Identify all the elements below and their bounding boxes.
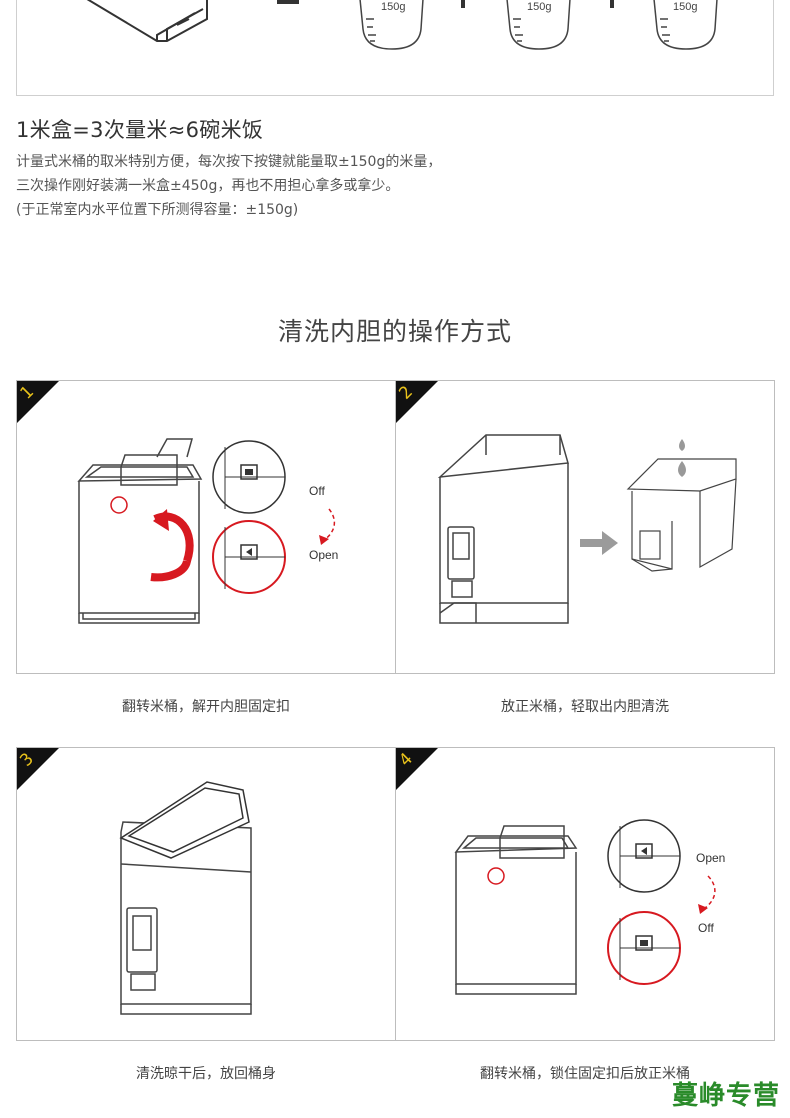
step-2-illustration [437, 434, 737, 624]
step-2-caption: 放正米桶，轻取出内胆清洗 [501, 699, 669, 715]
dashed-arrow-icon [701, 875, 716, 911]
inner-liner [626, 458, 737, 572]
lock-closed-icon [240, 464, 258, 480]
label-open: Open [309, 548, 338, 562]
top-figure-box: 150g 150g 150g [16, 0, 774, 96]
intro-headline: 1米盒=3次量米≈6碗米饭 [16, 118, 264, 142]
lock-closed-icon [635, 935, 653, 951]
water-drop-icon [678, 461, 686, 477]
lock-open-icon [240, 544, 258, 560]
lock-open-icon [635, 843, 653, 859]
step-4-illustration: Open Off [454, 819, 725, 995]
step-4-caption: 翻转米桶，锁住固定扣后放正米桶 [480, 1066, 690, 1082]
bucket-body [439, 463, 569, 604]
step-number-corner [17, 748, 59, 790]
section-title: 清洗内胆的操作方式 [277, 317, 512, 346]
intro-line-1: 计量式米桶的取米特别方便，每次按下按键就能量取±150g的米量， [16, 154, 442, 170]
step-number-corner [396, 381, 438, 423]
plus-sign-1 [461, 0, 465, 8]
step-3-illustration [119, 781, 252, 1015]
label-off: Off [309, 484, 325, 498]
step-1-illustration: Off Open [77, 438, 338, 624]
measuring-cup-1 [359, 0, 424, 50]
dashed-arrow-icon [322, 508, 336, 542]
lock-highlight [110, 496, 128, 514]
step-number-corner [17, 381, 59, 423]
step-1-panel: 1 Off Open [16, 380, 396, 674]
step-number-corner [396, 748, 438, 790]
brand-watermark: 蔓峥专营 [671, 1081, 780, 1111]
step-2-panel: 2 [395, 380, 775, 674]
measuring-cup-3 [653, 0, 718, 50]
label-open: Open [696, 851, 725, 865]
plus-sign-2 [610, 0, 614, 8]
lock-highlight [487, 867, 505, 885]
inner-liner [119, 781, 250, 859]
step-1-caption: 翻转米桶，解开内胆固定扣 [122, 699, 290, 715]
bucket-body [455, 852, 577, 985]
arrow-right-icon [580, 531, 618, 555]
label-off: Off [698, 921, 714, 935]
water-drop-icon [679, 439, 685, 451]
measuring-cup-2 [506, 0, 571, 50]
measuring-cups-illustration: 150g 150g 150g [86, 0, 718, 50]
minus-sign [277, 0, 299, 4]
step-3-panel: 3 [16, 747, 396, 1041]
intro-line-2: 三次操作刚好装满一米盒±450g，再也不用担心拿多或拿少。 [16, 178, 400, 194]
intro-line-3: (于正常室内水平位置下所测得容量：±150g) [16, 202, 299, 218]
cup-label-2: 150g [527, 1, 551, 13]
step-4-panel: 4 Open Off [395, 747, 775, 1041]
rice-box-partial [86, 0, 208, 42]
bucket-body [78, 481, 200, 614]
step-3-caption: 清洗晾干后，放回桶身 [136, 1066, 276, 1082]
cup-label-1: 150g [381, 1, 405, 13]
bucket-body [120, 832, 252, 1005]
cup-label-3: 150g [673, 1, 697, 13]
